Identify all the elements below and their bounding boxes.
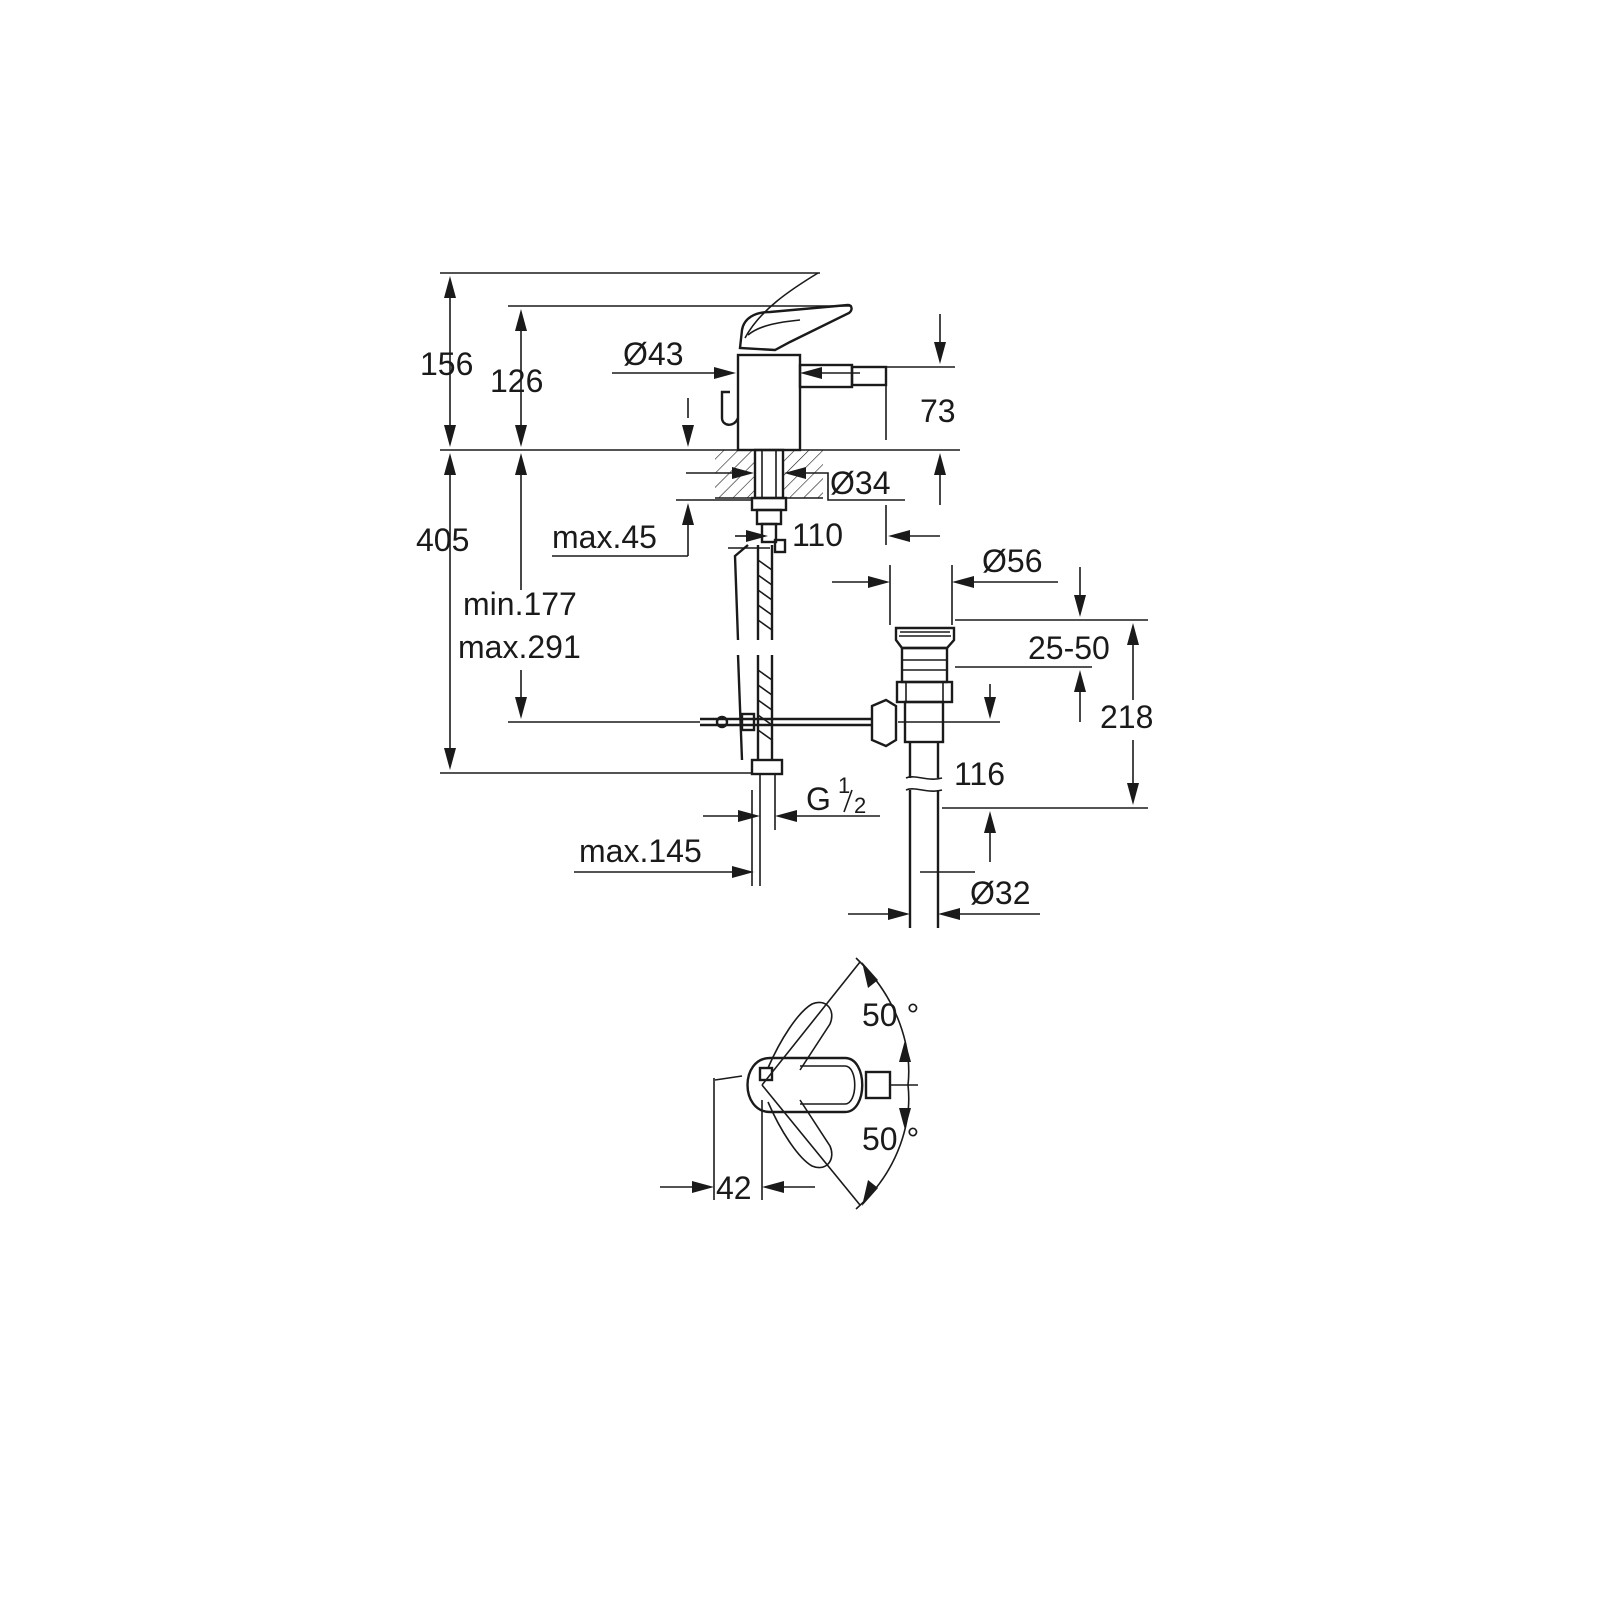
label-218: 218 bbox=[1100, 699, 1153, 735]
label-73: 73 bbox=[920, 393, 956, 429]
label-d32: Ø32 bbox=[970, 875, 1030, 911]
label-405: 405 bbox=[416, 522, 469, 558]
dim-d32: Ø32 bbox=[848, 871, 1040, 920]
dim-110: 110 bbox=[735, 505, 940, 553]
plan-body bbox=[746, 1056, 864, 1114]
dim-116: 116 bbox=[898, 684, 1005, 862]
label-g-numerator: 1 bbox=[838, 773, 850, 798]
dim-25-50: 25-50 bbox=[955, 567, 1148, 722]
label-d56: Ø56 bbox=[982, 543, 1042, 579]
dim-126: 126 bbox=[490, 305, 852, 447]
dim-405: 405 bbox=[416, 453, 752, 774]
dim-max145: max.145 bbox=[574, 790, 754, 886]
label-max45: max.45 bbox=[552, 519, 657, 555]
faucet-body bbox=[720, 272, 888, 452]
label-angle-bottom: 50 ° bbox=[862, 1121, 919, 1157]
plan-view: 50 ° 50 ° 42 bbox=[660, 957, 919, 1210]
label-g: G bbox=[806, 781, 831, 817]
dim-218: 218 bbox=[942, 623, 1153, 809]
dim-max45: max.45 bbox=[552, 398, 752, 557]
dim-73: 73 bbox=[885, 314, 956, 505]
dim-g-half: G 1 2 bbox=[703, 773, 880, 822]
label-angle-top: 50 ° bbox=[862, 997, 919, 1033]
popup-rod bbox=[700, 712, 872, 732]
label-d43: Ø43 bbox=[623, 336, 683, 372]
label-25-50: 25-50 bbox=[1028, 630, 1110, 666]
label-g-denominator: 2 bbox=[854, 793, 866, 818]
label-116: 116 bbox=[954, 756, 1005, 792]
dim-d43: Ø43 bbox=[612, 336, 860, 379]
dim-156: 156 bbox=[420, 272, 820, 447]
label-min177: min.177 bbox=[463, 586, 577, 622]
dim-d56: Ø56 bbox=[832, 543, 1058, 625]
dim-42: 42 bbox=[660, 1078, 815, 1206]
dim-d34: Ø34 bbox=[686, 465, 905, 501]
label-d34: Ø34 bbox=[830, 465, 890, 501]
popup-waste bbox=[870, 626, 956, 928]
label-156: 156 bbox=[420, 346, 473, 382]
label-126: 126 bbox=[490, 363, 543, 399]
side-elevation-view: 156 405 126 min.177 max.291 bbox=[416, 272, 1153, 928]
shank-and-hoses bbox=[728, 448, 788, 886]
label-max145: max.145 bbox=[579, 833, 702, 869]
label-110: 110 bbox=[792, 517, 843, 553]
label-max291: max.291 bbox=[458, 629, 581, 665]
label-42: 42 bbox=[716, 1170, 752, 1206]
dim-min177-max291: min.177 max.291 bbox=[458, 453, 700, 723]
